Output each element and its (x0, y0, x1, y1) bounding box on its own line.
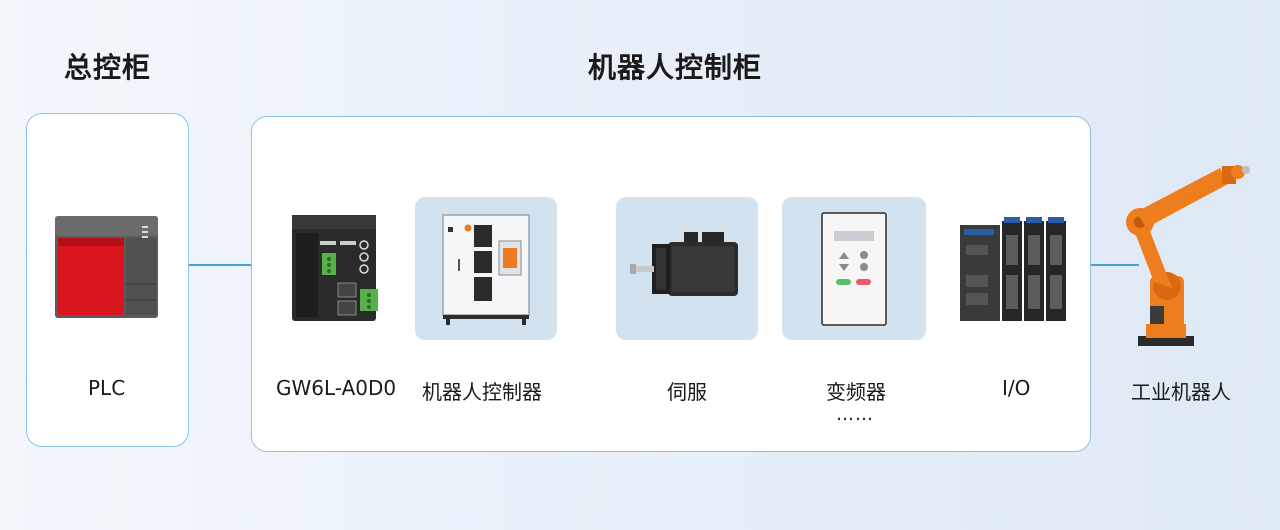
inverter-icon (821, 212, 887, 326)
io-module-icon (960, 217, 1066, 321)
robot-controller-cabinet-icon (442, 214, 530, 325)
plc-icon (55, 216, 158, 318)
gateway-label: GW6L-A0D0 (276, 376, 397, 400)
plc-label: PLC (88, 376, 126, 400)
gateway-module-icon (292, 215, 378, 321)
io-label: I/O (1002, 376, 1031, 400)
robot-cabinet-title: 机器人控制柜 (588, 51, 763, 84)
servo-label: 伺服 (667, 380, 707, 404)
connector-io-robot (1089, 264, 1139, 266)
industrial-robot-icon (1126, 165, 1250, 346)
inverter-label: 变频器 (826, 380, 886, 404)
robot-label: 工业机器人 (1131, 380, 1231, 404)
servo-motor-icon (630, 232, 738, 296)
robot-controller-label: 机器人控制器 (422, 380, 542, 404)
main-cabinet-title: 总控柜 (64, 51, 152, 84)
connector-plc-gateway (187, 264, 251, 266)
more-devices-ellipsis: …… (836, 404, 874, 425)
